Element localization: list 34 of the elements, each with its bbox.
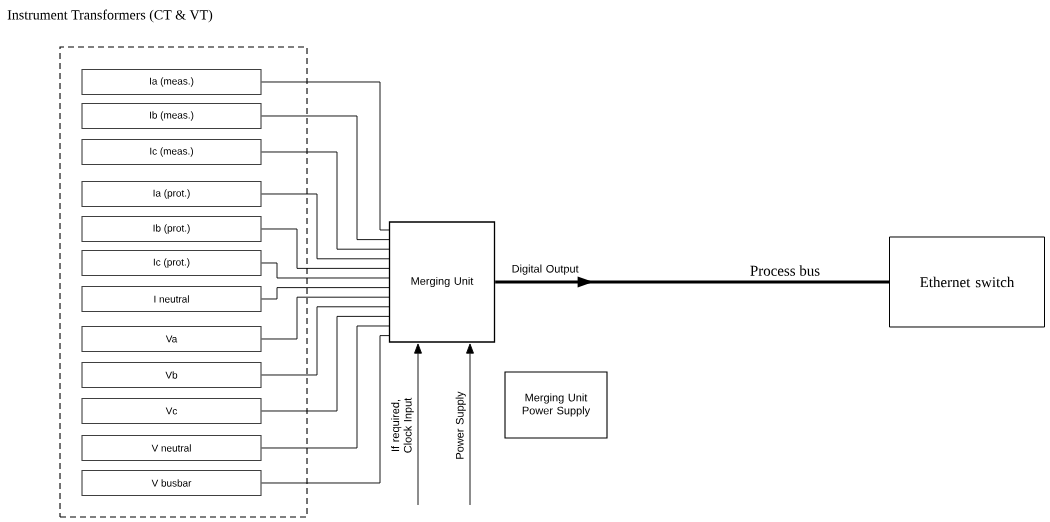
group-heading: Instrument Transformers (CT & VT) [7,9,213,23]
signal-box: I neutral [81,285,262,313]
signal-box: V neutral [81,434,262,462]
bus-label: Process bus [750,265,820,276]
signal-wire [261,151,390,250]
process-box: Merging Unit [388,221,496,343]
signal-wire [261,262,390,279]
signal-wire [261,315,390,412]
signal-box: V busbar [81,469,262,497]
signal-box: Ia (prot.) [81,180,262,208]
edge-label: Power Supply [455,391,466,459]
supply-box: Merging Unit Power Supply [504,371,608,439]
signal-box: Vb [81,361,262,389]
arrow [466,343,474,506]
switch-box: Ethernet switch [889,236,1045,328]
edge-label: Digital Output [512,264,579,275]
signal-box: Ib (meas.) [81,102,262,130]
signal-box: Ic (meas.) [81,138,262,166]
arrow [414,343,422,506]
signal-wire [261,115,390,241]
signal-wire [261,228,390,269]
edge-label: If required, Clock Input [391,397,414,453]
signal-wire [261,335,390,484]
signal-wire [261,193,390,260]
signal-wire [261,306,390,376]
signal-wire [261,287,390,300]
signal-wire [261,81,390,231]
signal-wire [261,325,390,449]
signal-box: Va [81,325,262,353]
signal-wire [261,296,390,340]
signal-box: Ic (prot.) [81,249,262,277]
signal-box: Ia (meas.) [81,68,262,96]
signal-box: Vc [81,397,262,425]
signal-box: Ib (prot.) [81,215,262,243]
